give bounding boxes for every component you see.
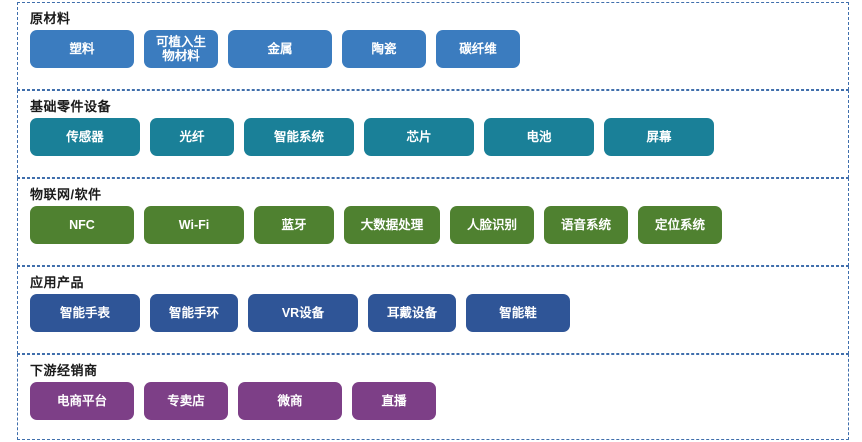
tier-node-strip-raw-materials: 塑料可植入生 物材料金属陶瓷碳纤维 [30, 30, 838, 68]
chain-node[interactable]: NFC [30, 206, 134, 244]
chain-node[interactable]: 微商 [238, 382, 342, 420]
chain-node[interactable]: 人脸识别 [450, 206, 534, 244]
chain-node[interactable]: 智能系统 [244, 118, 354, 156]
chain-node[interactable]: 陶瓷 [342, 30, 426, 68]
chain-node[interactable]: 智能鞋 [466, 294, 570, 332]
tier-title-downstream-distributors: 下游经销商 [30, 363, 98, 378]
chain-node[interactable]: 语音系统 [544, 206, 628, 244]
chain-node[interactable]: VR设备 [248, 294, 358, 332]
chain-tier-application-products: 应用产品智能手表智能手环 VR设备耳戴设备智能鞋 [17, 266, 849, 354]
tier-node-strip-downstream-distributors: 电商平台专卖店微商直播 [30, 382, 838, 420]
chain-node[interactable]: 传感器 [30, 118, 140, 156]
tier-node-strip-application-products: 智能手表智能手环 VR设备耳戴设备智能鞋 [30, 294, 838, 332]
chain-node[interactable]: 专卖店 [144, 382, 228, 420]
tier-title-raw-materials: 原材料 [30, 11, 71, 26]
chain-node[interactable]: 智能手环 [150, 294, 238, 332]
chain-node[interactable]: Wi-Fi [144, 206, 244, 244]
tier-node-strip-basic-components: 传感器光纤智能系统芯片电池屏幕 [30, 118, 838, 156]
tier-node-strip-iot-software: NFC Wi-Fi 蓝牙大数据处理人脸识别语音系统定位系统 [30, 206, 838, 244]
tier-title-basic-components: 基础零件设备 [30, 99, 112, 114]
chain-tier-raw-materials: 原材料塑料可植入生 物材料金属陶瓷碳纤维 [17, 2, 849, 90]
chain-node[interactable]: 电商平台 [30, 382, 134, 420]
chain-node[interactable]: 耳戴设备 [368, 294, 456, 332]
chain-node[interactable]: 智能手表 [30, 294, 140, 332]
chain-node[interactable]: 定位系统 [638, 206, 722, 244]
chain-node[interactable]: 电池 [484, 118, 594, 156]
chain-node[interactable]: 光纤 [150, 118, 234, 156]
chain-tier-basic-components: 基础零件设备传感器光纤智能系统芯片电池屏幕 [17, 90, 849, 178]
chain-node[interactable]: 芯片 [364, 118, 474, 156]
chain-tier-iot-software: 物联网/软件 NFC Wi-Fi 蓝牙大数据处理人脸识别语音系统定位系统 [17, 178, 849, 266]
tier-title-iot-software: 物联网/软件 [30, 187, 102, 202]
chain-tier-downstream-distributors: 下游经销商电商平台专卖店微商直播 [17, 354, 849, 440]
chain-node[interactable]: 碳纤维 [436, 30, 520, 68]
chain-node[interactable]: 直播 [352, 382, 436, 420]
chain-node[interactable]: 蓝牙 [254, 206, 334, 244]
tier-title-application-products: 应用产品 [30, 275, 85, 290]
chain-node[interactable]: 屏幕 [604, 118, 714, 156]
chain-node[interactable]: 塑料 [30, 30, 134, 68]
chain-node[interactable]: 可植入生 物材料 [144, 30, 218, 68]
chain-node[interactable]: 金属 [228, 30, 332, 68]
chain-node[interactable]: 大数据处理 [344, 206, 440, 244]
